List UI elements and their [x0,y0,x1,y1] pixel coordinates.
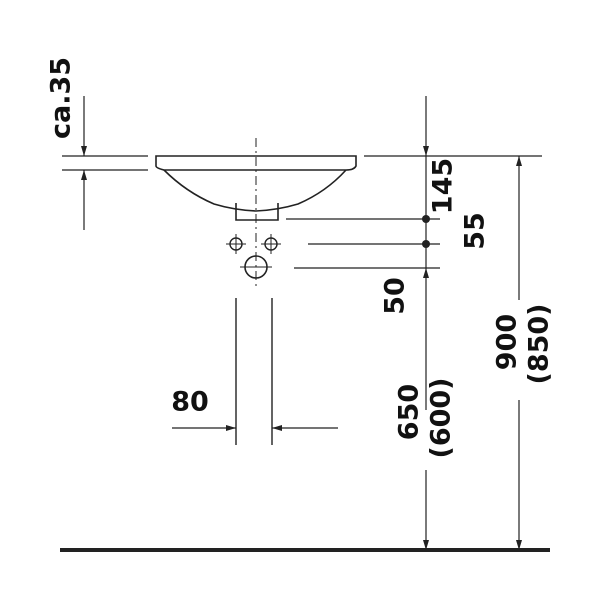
width-label: 80 [171,387,209,418]
drain-outlet [235,203,279,221]
basin-bowl [163,169,347,212]
trap-label: 55 [460,212,491,250]
pipe-height-alt-label: (600) [426,377,457,458]
dim-trap: 55 [422,212,491,250]
overflow-label: 145 [428,158,459,214]
dim-pipe-height: 650 (600) [394,268,457,550]
basin [155,138,357,290]
pipe-height-label: 650 [394,384,425,440]
dim-width: 80 [171,387,338,431]
supply-right [261,234,281,254]
dim-rim-height: 900 (850) [492,156,555,550]
connections [226,234,281,445]
dim-outlet: 50 [380,244,427,315]
rim-height-alt-label: (850) [524,303,555,384]
outlet-label: 50 [380,277,411,315]
dim-depth: ca.35 [46,57,148,230]
rim-height-label: 900 [492,314,523,370]
supply-left [226,234,246,254]
drain-pipe-connection [240,255,272,279]
dim-overflow: 145 [422,96,459,223]
depth-label: ca.35 [46,57,77,139]
